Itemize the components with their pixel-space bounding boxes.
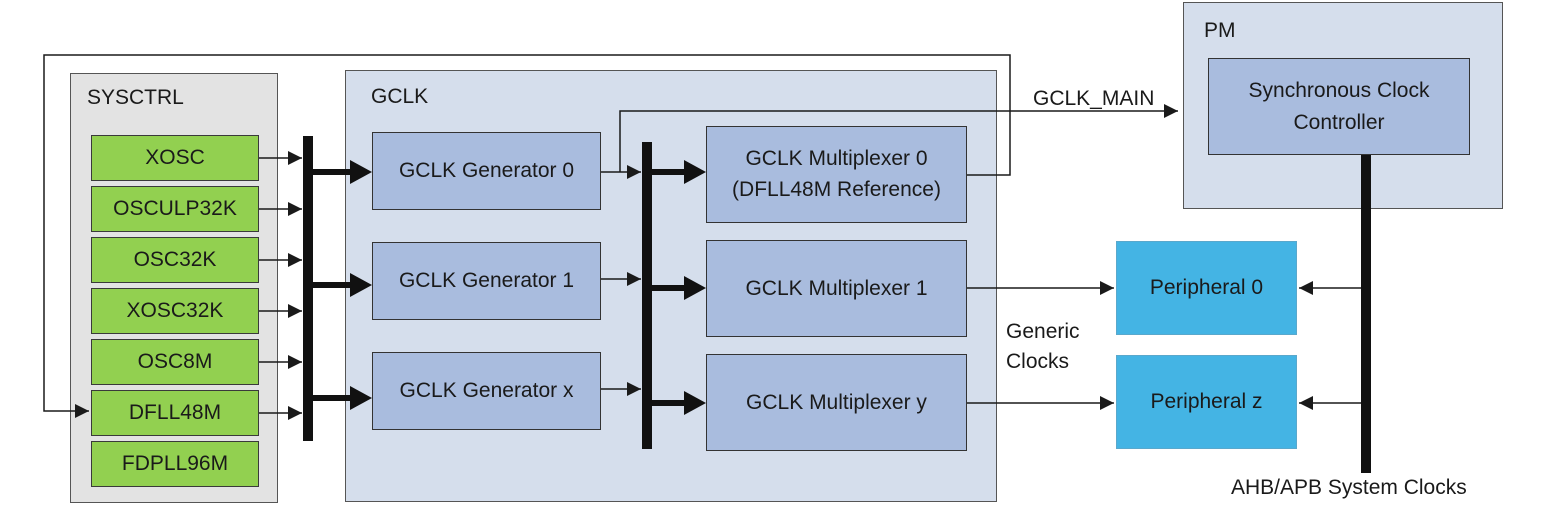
generic-clocks-line1: Generic [1006,320,1080,343]
osc-dfll48m: DFLL48M [91,390,259,436]
multiplexer-0-sublabel: (DFLL48M Reference) [732,177,941,201]
peripheral-z: Peripheral z [1116,355,1297,449]
peripheral-0: Peripheral 0 [1116,241,1297,335]
pm-title: PM [1204,19,1236,42]
gclk-main-label: GCLK_MAIN [1033,87,1155,110]
multiplexer-y-label: GCLK Multiplexer y [746,390,927,414]
sysctrl-title: SYSCTRL [87,86,184,109]
gclk-multiplexer-1: GCLK Multiplexer 1 [706,240,967,337]
gclk-title: GCLK [371,85,429,108]
gclk-multiplexer-0: GCLK Multiplexer 0 (DFLL48M Reference) [706,126,967,223]
osc-osculp32k: OSCULP32K [91,186,259,232]
controller-label-line2: Controller [1293,110,1385,134]
system-clocks-label: AHB/APB System Clocks [1231,476,1467,499]
osc-osc32k: OSC32K [91,237,259,283]
osc-xosc: XOSC [91,135,259,181]
multiplexer-1-label: GCLK Multiplexer 1 [745,276,928,300]
osc-fdpll96m: FDPLL96M [91,441,259,487]
controller-label-line1: Synchronous Clock [1248,79,1430,102]
gclk-generator-x: GCLK Generator x [372,352,601,430]
synchronous-clock-controller: Synchronous Clock Controller [1208,58,1470,155]
bus-oscillators [303,136,313,441]
gclk-generator-0: GCLK Generator 0 [372,132,601,210]
multiplexer-0-label: GCLK Multiplexer 0 [745,147,928,171]
osc-xosc32k: XOSC32K [91,288,259,334]
gclk-generator-1: GCLK Generator 1 [372,242,601,320]
generic-clocks-line2: Clocks [1006,350,1070,374]
gclk-multiplexer-y: GCLK Multiplexer y [706,354,967,451]
generic-clocks-label: Generic Clocks [1006,317,1080,378]
osc-osc8m: OSC8M [91,339,259,385]
